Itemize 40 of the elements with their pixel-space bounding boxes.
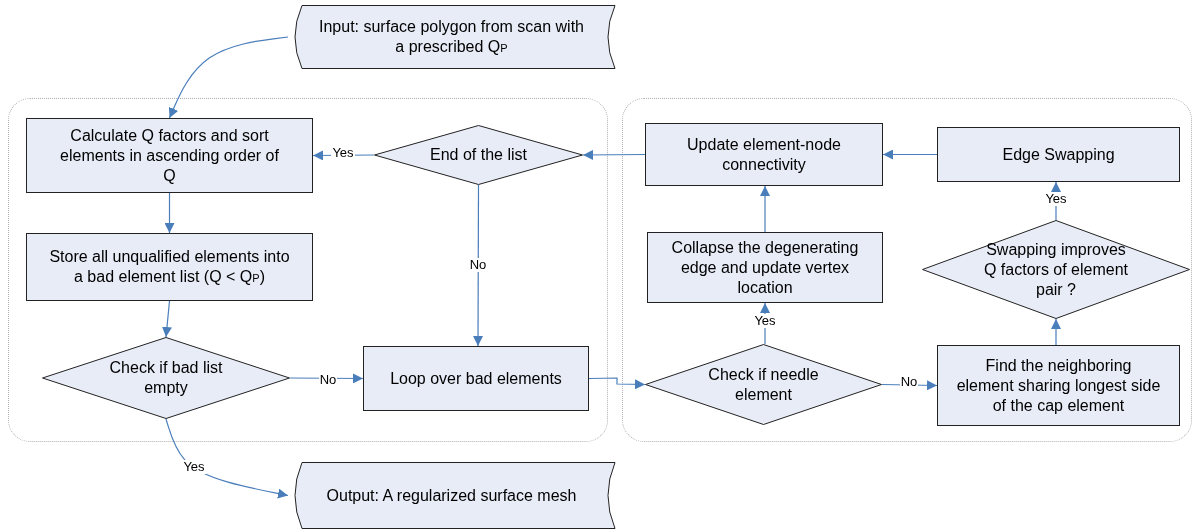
process-box xyxy=(645,123,883,186)
arrow xyxy=(882,149,938,160)
edge-label: No xyxy=(468,258,488,272)
node-text: Swapping improves Q factors of element pair ? xyxy=(982,239,1130,300)
edge-label: Yes xyxy=(182,460,206,474)
decision-diamond xyxy=(42,337,290,419)
edge-label: Yes xyxy=(1044,192,1068,206)
arrow xyxy=(760,185,770,233)
process-box xyxy=(937,345,1180,426)
node-text: Edge Swapping xyxy=(1001,144,1116,165)
arrow xyxy=(164,192,175,234)
decision-diamond xyxy=(374,125,583,185)
arrow xyxy=(582,149,646,160)
process-box xyxy=(26,233,313,301)
edge-label: Yes xyxy=(331,146,355,160)
node-text: Loop over bad elements xyxy=(389,368,563,389)
arrow xyxy=(588,377,646,390)
decision-diamond xyxy=(922,220,1190,319)
arrow xyxy=(760,302,770,345)
edge-label: No xyxy=(318,373,338,387)
decision-diamond xyxy=(645,344,882,425)
arrow xyxy=(165,418,289,499)
node-text: Output: A regularized surface mesh xyxy=(325,485,578,506)
process-box xyxy=(363,346,589,411)
node-text: Check if needle element xyxy=(707,364,820,405)
node-text: Update element-node connectivity xyxy=(686,134,842,175)
edge-label: Yes xyxy=(753,314,777,328)
node-text: Check if bad list empty xyxy=(108,358,224,398)
process-box xyxy=(647,232,883,303)
arrow xyxy=(473,184,484,347)
process-box xyxy=(937,127,1180,182)
node-text: Collapse the degenerating edge and update vertex location xyxy=(670,237,860,298)
arrow xyxy=(1051,318,1061,346)
node-text: Calculate Q factors and sort elements in ascending order of Q xyxy=(59,125,280,186)
edge-label: No xyxy=(899,375,919,389)
node-text: Find the neighboring element sharing longest side of the cap element xyxy=(956,355,1161,416)
arrow xyxy=(168,36,289,119)
arrow xyxy=(162,300,172,338)
process-box xyxy=(26,118,313,193)
node-text: End of the list xyxy=(429,145,528,165)
